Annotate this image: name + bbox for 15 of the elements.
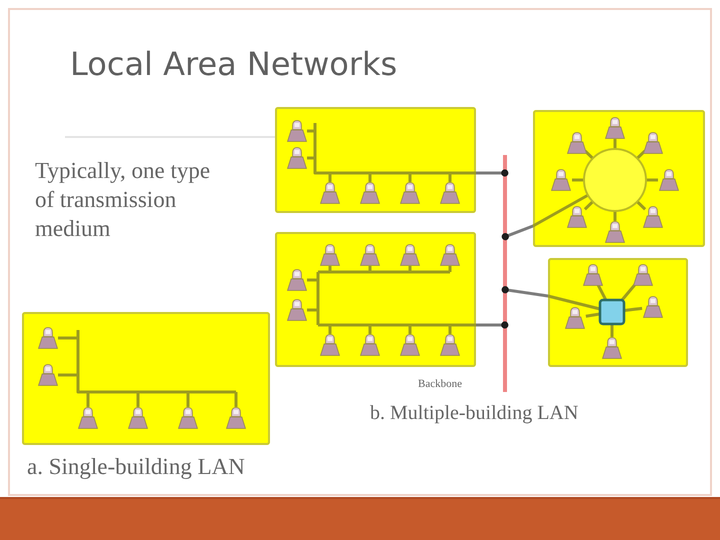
figure-caption: b. Multiple-building LAN [370, 401, 578, 425]
building-panel [548, 258, 688, 367]
note-text: Typically, one type of transmission medium [35, 157, 212, 243]
connector-line [476, 321, 508, 329]
backbone-bar [503, 155, 507, 392]
building-panel [275, 107, 476, 213]
connector-line [502, 286, 548, 298]
building-panel [22, 312, 270, 445]
slide-title: Local Area Networks [70, 45, 398, 83]
figure-caption: a. Single-building LAN [27, 453, 245, 481]
building-panel [275, 232, 476, 367]
connector-line [476, 169, 508, 177]
building-panel [533, 110, 705, 247]
connector-line [502, 224, 534, 240]
backbone-label: Backbone [418, 378, 462, 391]
